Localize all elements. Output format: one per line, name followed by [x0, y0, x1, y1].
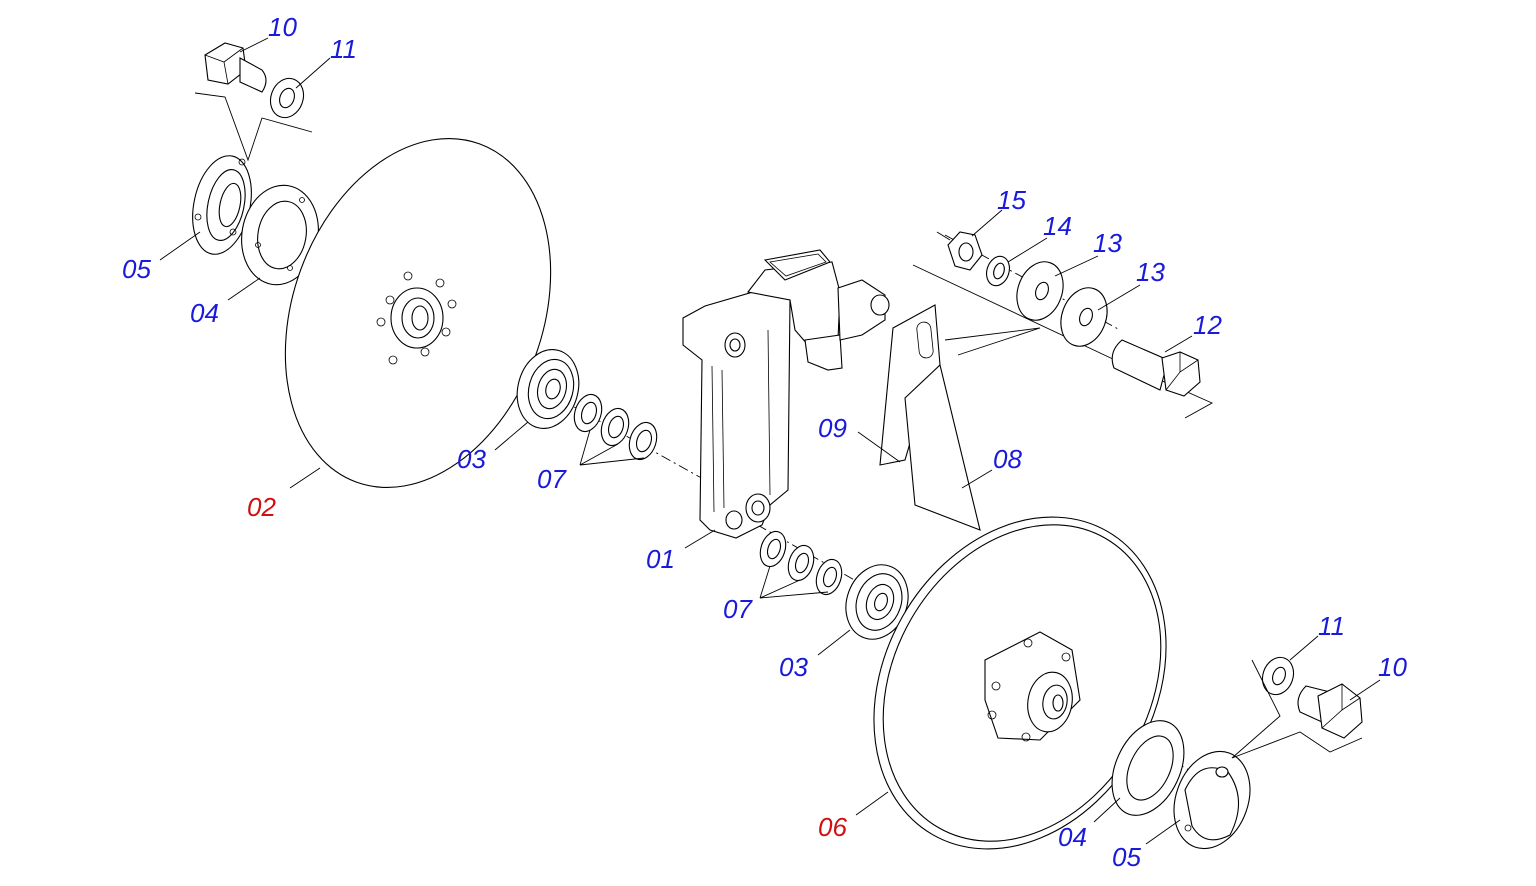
bolt-12 — [1111, 339, 1201, 397]
callout-15: 15 — [997, 185, 1026, 215]
scraper-08 — [904, 363, 981, 531]
callout-11-top: 11 — [330, 34, 357, 64]
washer-14 — [986, 255, 1010, 287]
break-line-top — [194, 92, 313, 162]
callout-13b: 13 — [1136, 257, 1165, 287]
washer-13a — [1016, 261, 1064, 321]
callout-13a: 13 — [1093, 228, 1122, 258]
disc-06 — [873, 516, 1167, 850]
disc-02 — [284, 137, 552, 489]
washer-11-top — [269, 77, 305, 119]
callout-06: 06 — [818, 812, 847, 842]
callout-labels: 10 11 05 04 02 03 07 01 09 08 15 14 13 1… — [122, 12, 1407, 872]
callout-02: 02 — [247, 492, 276, 522]
callout-05-right: 05 — [1112, 842, 1141, 872]
gasket-04-right — [1111, 720, 1185, 816]
flange-05-right — [1173, 750, 1251, 850]
break-line-scraper — [944, 327, 1041, 356]
callout-07-right: 07 — [723, 594, 753, 624]
break-line-right — [1231, 659, 1363, 759]
gasket-04-left — [241, 184, 319, 286]
callout-08: 08 — [993, 444, 1022, 474]
bearing-03-right — [845, 564, 909, 640]
callout-10-right: 10 — [1378, 652, 1407, 682]
shims-07-right — [759, 530, 843, 596]
washer-11-right — [1261, 656, 1295, 696]
nut-15 — [947, 231, 983, 271]
callout-04-left: 04 — [190, 298, 219, 328]
callout-10-top: 10 — [268, 12, 297, 42]
washer-13b — [1060, 287, 1108, 347]
callout-14: 14 — [1043, 211, 1072, 241]
callout-03-right: 03 — [779, 652, 808, 682]
callout-09: 09 — [818, 413, 847, 443]
callout-11-right: 11 — [1318, 611, 1345, 641]
flange-05-left — [192, 155, 252, 255]
shims-07-left — [573, 393, 658, 461]
bolt-10-right — [1297, 683, 1363, 739]
callout-04-right: 04 — [1058, 822, 1087, 852]
callout-03-left: 03 — [457, 444, 486, 474]
callout-01: 01 — [646, 544, 675, 574]
callout-05-left: 05 — [122, 254, 151, 284]
break-line-right-set — [912, 231, 1214, 419]
bearing-03-left — [516, 349, 580, 429]
bolt-10-top — [204, 42, 267, 93]
arm-01 — [682, 249, 890, 539]
leader-lines — [159, 37, 1381, 845]
callout-12: 12 — [1193, 310, 1222, 340]
callout-07-left: 07 — [537, 464, 567, 494]
